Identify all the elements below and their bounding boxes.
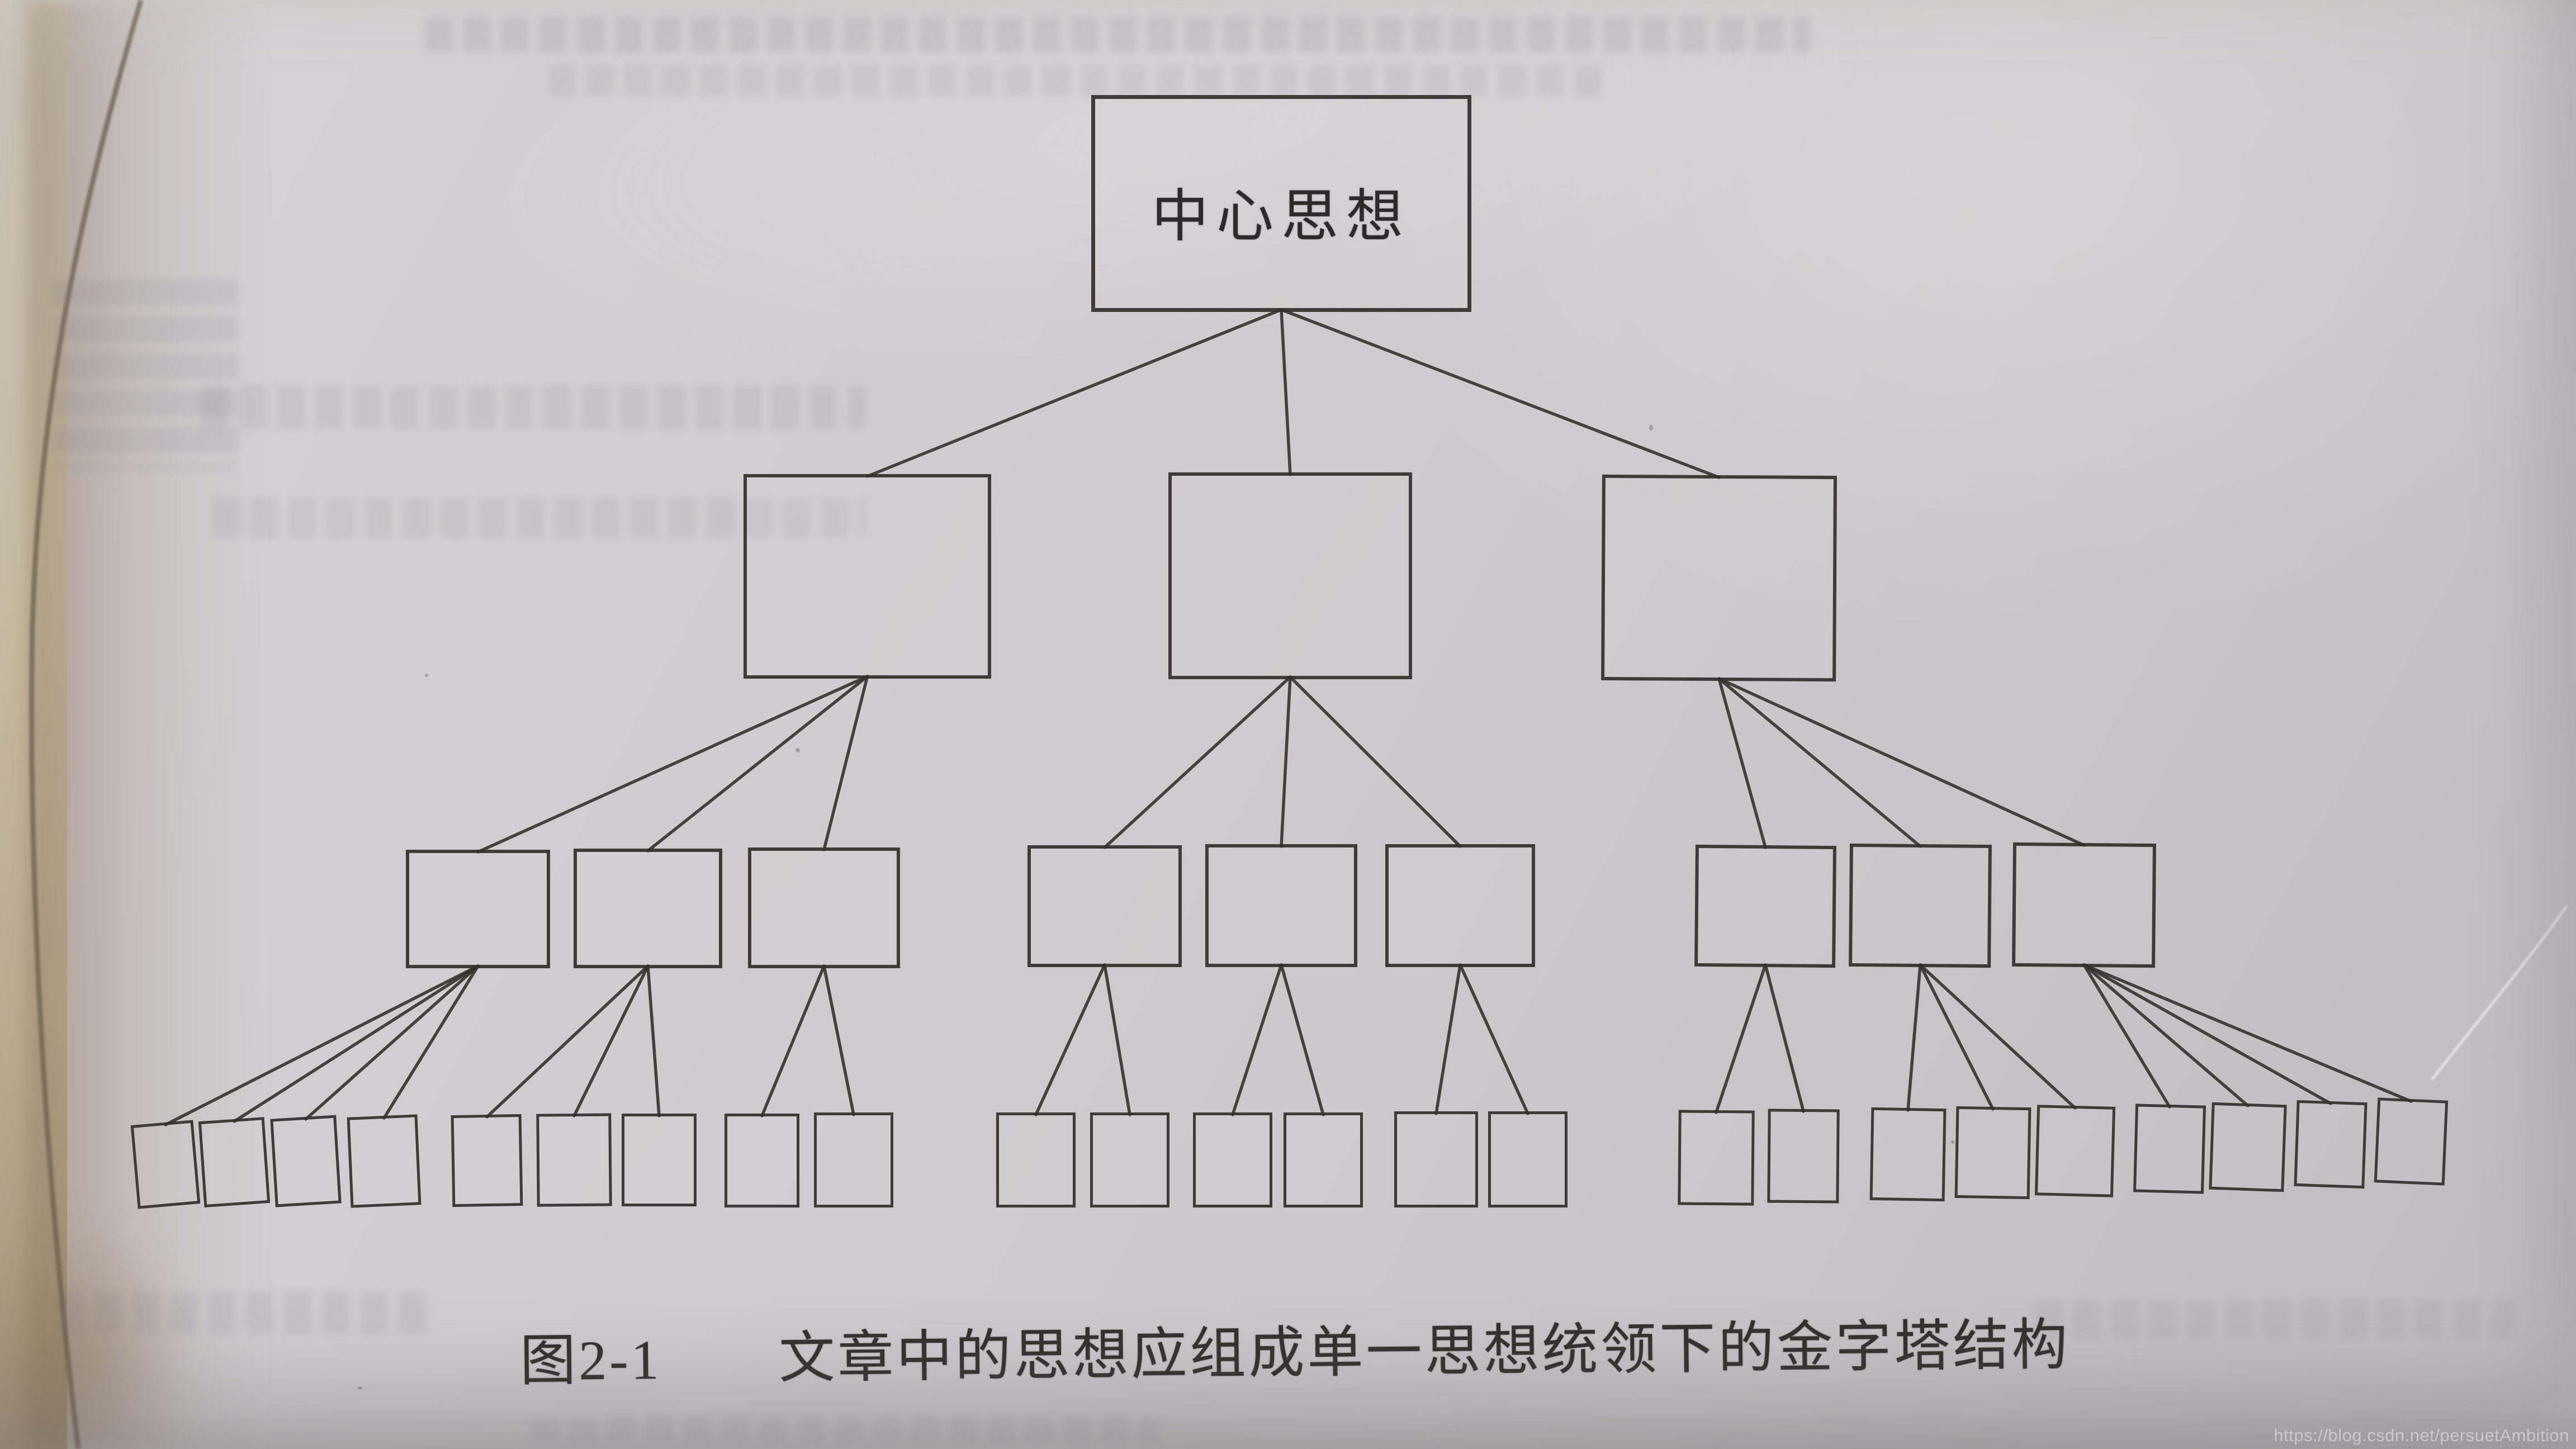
bleed-through-row (201, 386, 866, 429)
edge-T-L (865, 308, 1283, 478)
edge-T-M (1280, 308, 1292, 476)
edge-B-b6 (572, 964, 650, 1117)
edge-M-F (1289, 675, 1462, 848)
diagram-box-b11 (1090, 1112, 1169, 1208)
edge-R-G (1717, 677, 1767, 849)
diagram-box-b9 (814, 1112, 893, 1208)
edge-B-b7 (646, 964, 661, 1117)
edge-M-D (1103, 675, 1292, 849)
diagram-box-b24 (2374, 1097, 2449, 1186)
diagram-box-B (574, 849, 722, 968)
edge-M-E (1280, 675, 1292, 848)
diagram-box-A (406, 850, 550, 968)
edge-G-b17 (1764, 963, 1805, 1113)
edge-F-b15 (1459, 963, 1530, 1115)
edge-H-b18 (1906, 963, 1922, 1112)
diagram-box-I (2012, 842, 2156, 968)
bleed-through-row (212, 498, 866, 538)
edge-E-b12 (1231, 963, 1283, 1116)
edge-I-b24 (2082, 963, 2413, 1103)
figure-caption: 图2-1 文章中的思想应组成单一思想统领下的金字塔结构 (519, 1314, 2071, 1393)
dust-speck (795, 748, 800, 752)
diagram-box-b4 (347, 1114, 422, 1208)
edge-R-H (1717, 677, 1922, 848)
edge-G-b16 (1715, 963, 1767, 1114)
bottom-left-shadow (0, 1163, 235, 1449)
diagram-box-b23 (2294, 1100, 2367, 1189)
edge-E-b13 (1280, 963, 1325, 1116)
diagram-box-b3 (270, 1115, 342, 1208)
edge-A-b2 (233, 964, 480, 1123)
diagram-box-H (1849, 843, 1992, 968)
diagram-box-C (748, 847, 900, 968)
bleed-through-row (2035, 1300, 2516, 1339)
diagram-box-b22 (2209, 1102, 2287, 1192)
dust-speck (1951, 1140, 1954, 1144)
edge-L-B (646, 675, 869, 853)
diagram-box-b15 (1488, 1111, 1568, 1208)
diagram-box-R (1601, 474, 1837, 682)
edge-R-I (1717, 677, 2086, 847)
watermark-url: https://blog.csdn.net/persuetAmbition (2274, 1426, 2569, 1445)
diagram-box-b17 (1767, 1109, 1840, 1204)
diagram-box-b1 (130, 1120, 201, 1209)
edge-C-b8 (760, 964, 826, 1117)
diagram-box-b5 (451, 1114, 523, 1208)
diagram-box-L (744, 474, 991, 679)
diagram-box-label: 中心思想 (1152, 185, 1411, 249)
diagram-box-b13 (1284, 1112, 1363, 1208)
edge-L-A (476, 675, 869, 854)
edge-C-b9 (822, 964, 855, 1116)
diagram-box-b6 (536, 1113, 612, 1207)
diagram-box-b14 (1394, 1111, 1478, 1208)
dust-speck (425, 674, 428, 677)
edge-I-b23 (2082, 963, 2332, 1105)
diagram-box-b8 (724, 1114, 799, 1208)
edge-L-C (822, 675, 869, 851)
dust-speck (358, 1386, 362, 1390)
bleed-through-block (53, 280, 238, 470)
diagram-box-b7 (622, 1114, 697, 1206)
diagram-box-F (1385, 844, 1535, 967)
edge-H-b19 (1919, 963, 1995, 1111)
edge-A-b3 (304, 964, 480, 1121)
bleed-through-row (425, 17, 1811, 53)
diagram-box-D (1027, 845, 1182, 967)
edge-B-b5 (485, 964, 650, 1119)
diagram-box-b10 (996, 1112, 1076, 1208)
edge-A-b4 (382, 964, 480, 1120)
diagram-box-E (1205, 844, 1357, 967)
diagram-box-b21 (2133, 1104, 2206, 1194)
bleed-through-row (548, 65, 1610, 96)
diagram-box-b20 (2034, 1105, 2116, 1197)
diagram-box-G (1694, 844, 1836, 968)
edge-I-b21 (2082, 963, 2171, 1109)
bleed-through-row (531, 1417, 1157, 1442)
diagram-box-M (1168, 472, 1412, 679)
diagram-box-b12 (1193, 1112, 1272, 1208)
edge-H-b20 (1919, 963, 2077, 1110)
edge-D-b10 (1034, 963, 1106, 1116)
diagram-box-b19 (1954, 1106, 2032, 1200)
diagram-box-b2 (198, 1117, 271, 1208)
diagram-box-b18 (1869, 1107, 1947, 1202)
edge-D-b11 (1103, 963, 1131, 1116)
bleed-through-row (56, 1291, 436, 1334)
diagram-box-T: 中心思想 (1091, 95, 1471, 312)
edge-A-b1 (164, 964, 480, 1126)
diagram-box-b16 (1678, 1110, 1755, 1206)
bottom-shade (0, 1409, 2576, 1449)
edge-I-b22 (2082, 963, 2250, 1107)
edge-T-R (1280, 308, 1721, 479)
dust-speck (1649, 425, 1653, 430)
edge-F-b14 (1434, 963, 1462, 1115)
